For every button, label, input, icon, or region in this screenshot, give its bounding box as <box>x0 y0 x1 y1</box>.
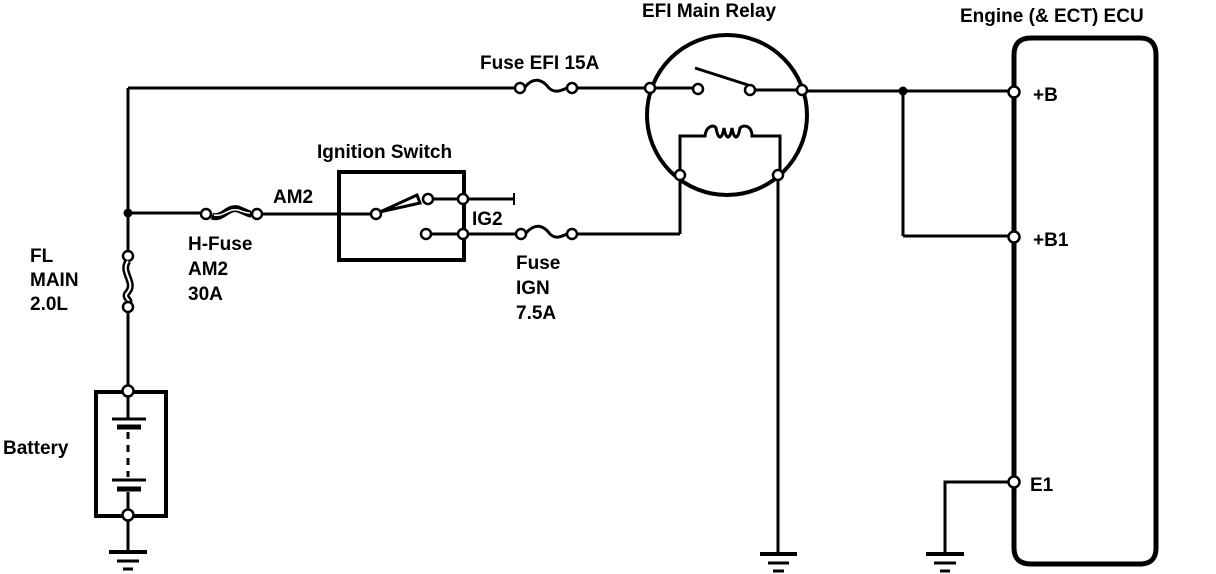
fuse-ign <box>514 224 579 241</box>
fl-main-label-line3: 2.0L <box>30 294 68 315</box>
fl-main-label-line1: FL <box>30 246 54 267</box>
ecu-box <box>1007 35 1159 567</box>
fuse-ign-label-line1: Fuse <box>516 253 560 274</box>
fuse-efi <box>513 78 579 95</box>
efi-main-relay-label: EFI Main Relay <box>642 1 777 22</box>
ecu-pin-b-label: +B <box>1033 85 1058 106</box>
efi-main-relay <box>643 33 809 197</box>
am2-wire-label: AM2 <box>273 187 313 208</box>
fuse-ign-label-line2: IGN <box>516 278 550 299</box>
ig2-terminal-label: IG2 <box>472 209 503 230</box>
ecu-pin-b-terminal <box>1007 85 1021 99</box>
battery-label: Battery <box>3 438 69 459</box>
fuse-ign-label-line3: 7.5A <box>516 303 556 324</box>
fl-main-label-line2: MAIN <box>30 270 79 291</box>
h-fuse-label-line2: AM2 <box>188 259 228 280</box>
ecu-pin-e1-label: E1 <box>1030 475 1054 496</box>
fuse-efi-label: Fuse EFI 15A <box>480 53 600 74</box>
ignition-switch <box>337 170 515 262</box>
h-fuse-am2 <box>199 205 264 221</box>
battery-symbol <box>94 384 168 522</box>
e1-ground-wire <box>943 480 1009 553</box>
h-fuse-label-line3: 30A <box>188 284 223 305</box>
ignition-switch-label: Ignition Switch <box>317 142 452 163</box>
ecu-pin-b1-terminal <box>1007 230 1021 244</box>
h-fuse-label-line1: H-Fuse <box>188 234 252 255</box>
ecu-pin-b1-label: +B1 <box>1033 230 1069 251</box>
fl-main-fusible-link <box>121 249 135 314</box>
ecu-label: Engine (& ECT) ECU <box>960 6 1144 27</box>
ecu-pin-e1-terminal <box>1007 475 1021 489</box>
ground-icon <box>926 552 964 573</box>
ground-icon <box>109 550 147 571</box>
ground-icon <box>760 552 797 573</box>
